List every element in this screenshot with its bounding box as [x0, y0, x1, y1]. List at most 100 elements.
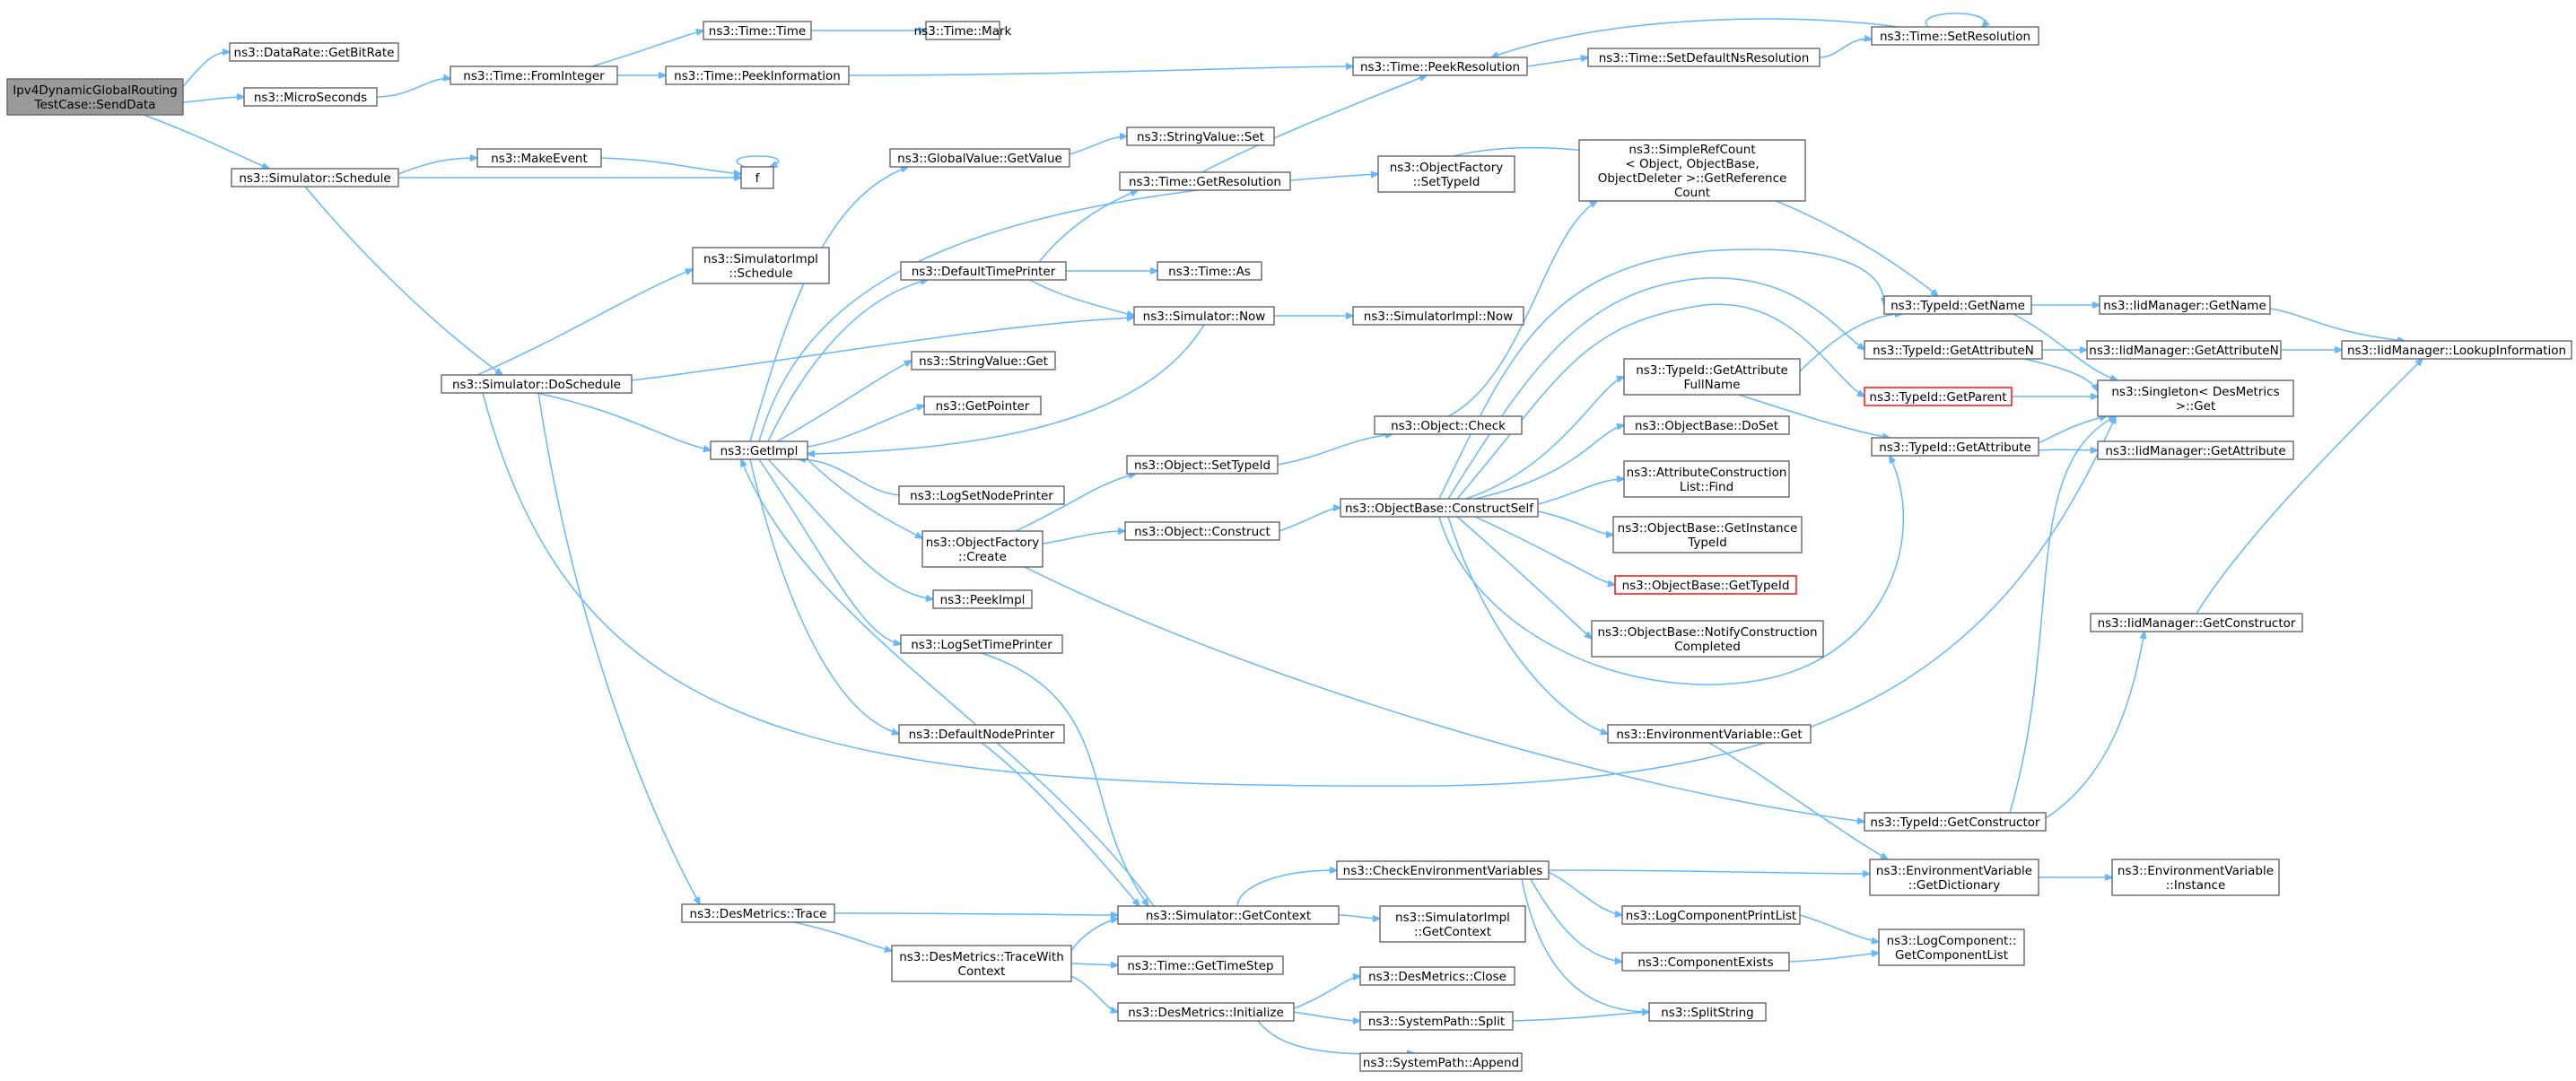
- node-n42[interactable]: ns3::ObjectBase::ConstructSelf: [1340, 498, 1539, 518]
- node-n30[interactable]: ns3::IidManager::GetAttributeN: [2086, 340, 2282, 360]
- node-n5[interactable]: ns3::Time::Time: [703, 21, 812, 40]
- node-n51[interactable]: ns3::DefaultNodePrinter: [898, 724, 1065, 744]
- node-box: [2099, 295, 2271, 315]
- node-label: ns3::GlobalValue::GetValue: [897, 152, 1062, 166]
- node-n2[interactable]: ns3::MicroSeconds: [243, 87, 378, 107]
- node-label: ns3::Time::GetResolution: [1129, 175, 1281, 189]
- node-n34[interactable]: ns3::GetImpl: [710, 440, 808, 460]
- node-n15[interactable]: ns3::Time::GetResolution: [1119, 171, 1291, 191]
- node-box: [1864, 387, 2013, 406]
- edge-n60-n64: [1799, 914, 1879, 942]
- node-n23[interactable]: ns3::TypeId::GetName: [1883, 295, 2032, 315]
- node-n53[interactable]: ns3::TypeId::GetConstructor: [1864, 812, 2047, 832]
- node-n37[interactable]: ns3::TypeId::GetAttribute: [1871, 437, 2039, 457]
- node-n47[interactable]: ns3::PeekImpl: [932, 589, 1033, 609]
- node-n16[interactable]: ns3::ObjectFactory::SetTypeId: [1377, 155, 1515, 193]
- node-n48[interactable]: ns3::IidManager::GetConstructor: [2090, 613, 2303, 632]
- node-n20[interactable]: ns3::Time::As: [1157, 261, 1262, 281]
- node-n29[interactable]: ns3::TypeId::GetAttributeN: [1864, 340, 2043, 360]
- node-n63[interactable]: ns3::ComponentExists: [1621, 952, 1790, 972]
- edge-n35-n17: [1447, 201, 1597, 417]
- node-n69[interactable]: ns3::SystemPath::Append: [1359, 1052, 1523, 1072]
- node-n57[interactable]: ns3::DesMetrics::Trace: [681, 903, 835, 923]
- node-n59[interactable]: ns3::SimulatorImpl::GetContext: [1379, 905, 1526, 943]
- node-label: ns3::AttributeConstruction: [1627, 466, 1787, 480]
- node-label: ns3::GetImpl: [720, 444, 799, 458]
- node-n4[interactable]: ns3::Time::FromInteger: [450, 65, 618, 85]
- node-n43[interactable]: ns3::ObjectFactory::Create: [921, 530, 1043, 568]
- node-box: [681, 903, 835, 923]
- node-n35[interactable]: ns3::Object::Check: [1374, 415, 1523, 435]
- node-n49[interactable]: ns3::LogSetTimePrinter: [900, 634, 1063, 654]
- node-label: ns3::TypeId::GetParent: [1869, 390, 2006, 405]
- node-n24[interactable]: ns3::IidManager::GetName: [2099, 295, 2271, 315]
- node-n0[interactable]: Ipv4DynamicGlobalRoutingTestCase::SendDa…: [6, 78, 184, 116]
- node-label: ns3::SimulatorImpl: [703, 252, 818, 266]
- node-label: List::Find: [1680, 480, 1733, 494]
- node-n55[interactable]: ns3::EnvironmentVariable::GetDictionary: [1869, 859, 2039, 896]
- node-label: ns3::ObjectBase::NotifyConstruction: [1597, 625, 1817, 640]
- node-n26[interactable]: ns3::Simulator::DoSchedule: [441, 374, 633, 394]
- node-n54[interactable]: ns3::CheckEnvironmentVariables: [1336, 860, 1550, 880]
- node-n11[interactable]: ns3::MakeEvent: [476, 148, 602, 168]
- edge-n67-n68: [1512, 1012, 1649, 1022]
- node-n18[interactable]: ns3::SimulatorImpl::Schedule: [692, 247, 830, 284]
- node-label: ns3::ObjectBase::DoSet: [1635, 419, 1778, 433]
- node-n62[interactable]: ns3::Time::GetTimeStep: [1117, 955, 1284, 975]
- edge-n42-n37: [1438, 456, 1905, 685]
- node-box: [900, 634, 1063, 654]
- node-n32[interactable]: ns3::TypeId::GetParent: [1864, 387, 2013, 406]
- node-n3[interactable]: ns3::Simulator::Schedule: [231, 168, 399, 187]
- node-n21[interactable]: ns3::Simulator::Now: [1133, 306, 1275, 326]
- node-label: ns3::ObjectBase::GetTypeId: [1622, 579, 1790, 593]
- node-box: [1864, 340, 2043, 360]
- node-n38[interactable]: ns3::IidManager::GetAttribute: [2097, 440, 2294, 460]
- edge-n34-n16: [758, 174, 1378, 442]
- node-n44[interactable]: ns3::Object::Construct: [1124, 521, 1280, 541]
- node-n27[interactable]: ns3::StringValue::Get: [911, 351, 1056, 371]
- node-n7[interactable]: ns3::Time::PeekInformation: [665, 65, 850, 85]
- edge-n0-n1: [177, 52, 230, 94]
- node-n56[interactable]: ns3::EnvironmentVariable::Instance: [2111, 859, 2280, 896]
- node-n31[interactable]: ns3::GetPointer: [923, 396, 1042, 415]
- node-n50[interactable]: ns3::ObjectBase::NotifyConstructionCompl…: [1591, 620, 1824, 658]
- node-n25[interactable]: ns3::IidManager::LookupInformation: [2341, 340, 2572, 360]
- node-n52[interactable]: ns3::EnvironmentVariable::Get: [1607, 724, 1812, 744]
- node-box: [1157, 261, 1262, 281]
- node-n6[interactable]: ns3::Time::Mark: [914, 21, 1012, 40]
- node-n41[interactable]: ns3::LogSetNodePrinter: [898, 485, 1065, 505]
- node-n22[interactable]: ns3::SimulatorImpl::Now: [1352, 306, 1524, 326]
- node-n19[interactable]: ns3::DefaultTimePrinter: [900, 261, 1067, 281]
- node-n64[interactable]: ns3::LogComponent::GetComponentList: [1878, 928, 2025, 966]
- node-n8[interactable]: ns3::Time::PeekResolution: [1352, 57, 1528, 76]
- edge-n13-n14: [1069, 136, 1127, 155]
- node-n67[interactable]: ns3::SystemPath::Split: [1359, 1011, 1514, 1031]
- node-n12[interactable]: f: [740, 166, 774, 189]
- node-n17[interactable]: ns3::SimpleRefCount< Object, ObjectBase,…: [1578, 139, 1806, 202]
- node-label: ns3::SimulatorImpl::Now: [1364, 309, 1513, 324]
- node-n33[interactable]: ns3::Singleton< DesMetrics>::Get: [2097, 379, 2294, 417]
- node-n10[interactable]: ns3::Time::SetResolution: [1871, 26, 2039, 46]
- node-label: Completed: [1674, 640, 1741, 654]
- node-n58[interactable]: ns3::Simulator::GetContext: [1117, 905, 1340, 925]
- node-n46[interactable]: ns3::ObjectBase::GetTypeId: [1614, 575, 1797, 595]
- node-label: ns3::Singleton< DesMetrics: [2111, 385, 2279, 399]
- node-n60[interactable]: ns3::LogComponentPrintList: [1621, 905, 1801, 925]
- node-n39[interactable]: ns3::Object::SetTypeId: [1126, 455, 1279, 475]
- node-n1[interactable]: ns3::DataRate::GetBitRate: [229, 42, 399, 62]
- node-n68[interactable]: ns3::SplitString: [1648, 1002, 1767, 1022]
- node-n66[interactable]: ns3::DesMetrics::Initialize: [1117, 1002, 1295, 1022]
- node-n65[interactable]: ns3::DesMetrics::Close: [1359, 966, 1515, 986]
- node-n9[interactable]: ns3::Time::SetDefaultNsResolution: [1587, 48, 1821, 67]
- node-box: [1359, 1052, 1523, 1072]
- node-n14[interactable]: ns3::StringValue::Set: [1126, 126, 1275, 146]
- edge-n43-n39: [1015, 474, 1136, 532]
- node-n36[interactable]: ns3::ObjectBase::DoSet: [1623, 415, 1790, 435]
- edge-n58-n59: [1338, 914, 1380, 919]
- node-n13[interactable]: ns3::GlobalValue::GetValue: [889, 148, 1070, 168]
- edge-n37-n33: [2038, 416, 2107, 444]
